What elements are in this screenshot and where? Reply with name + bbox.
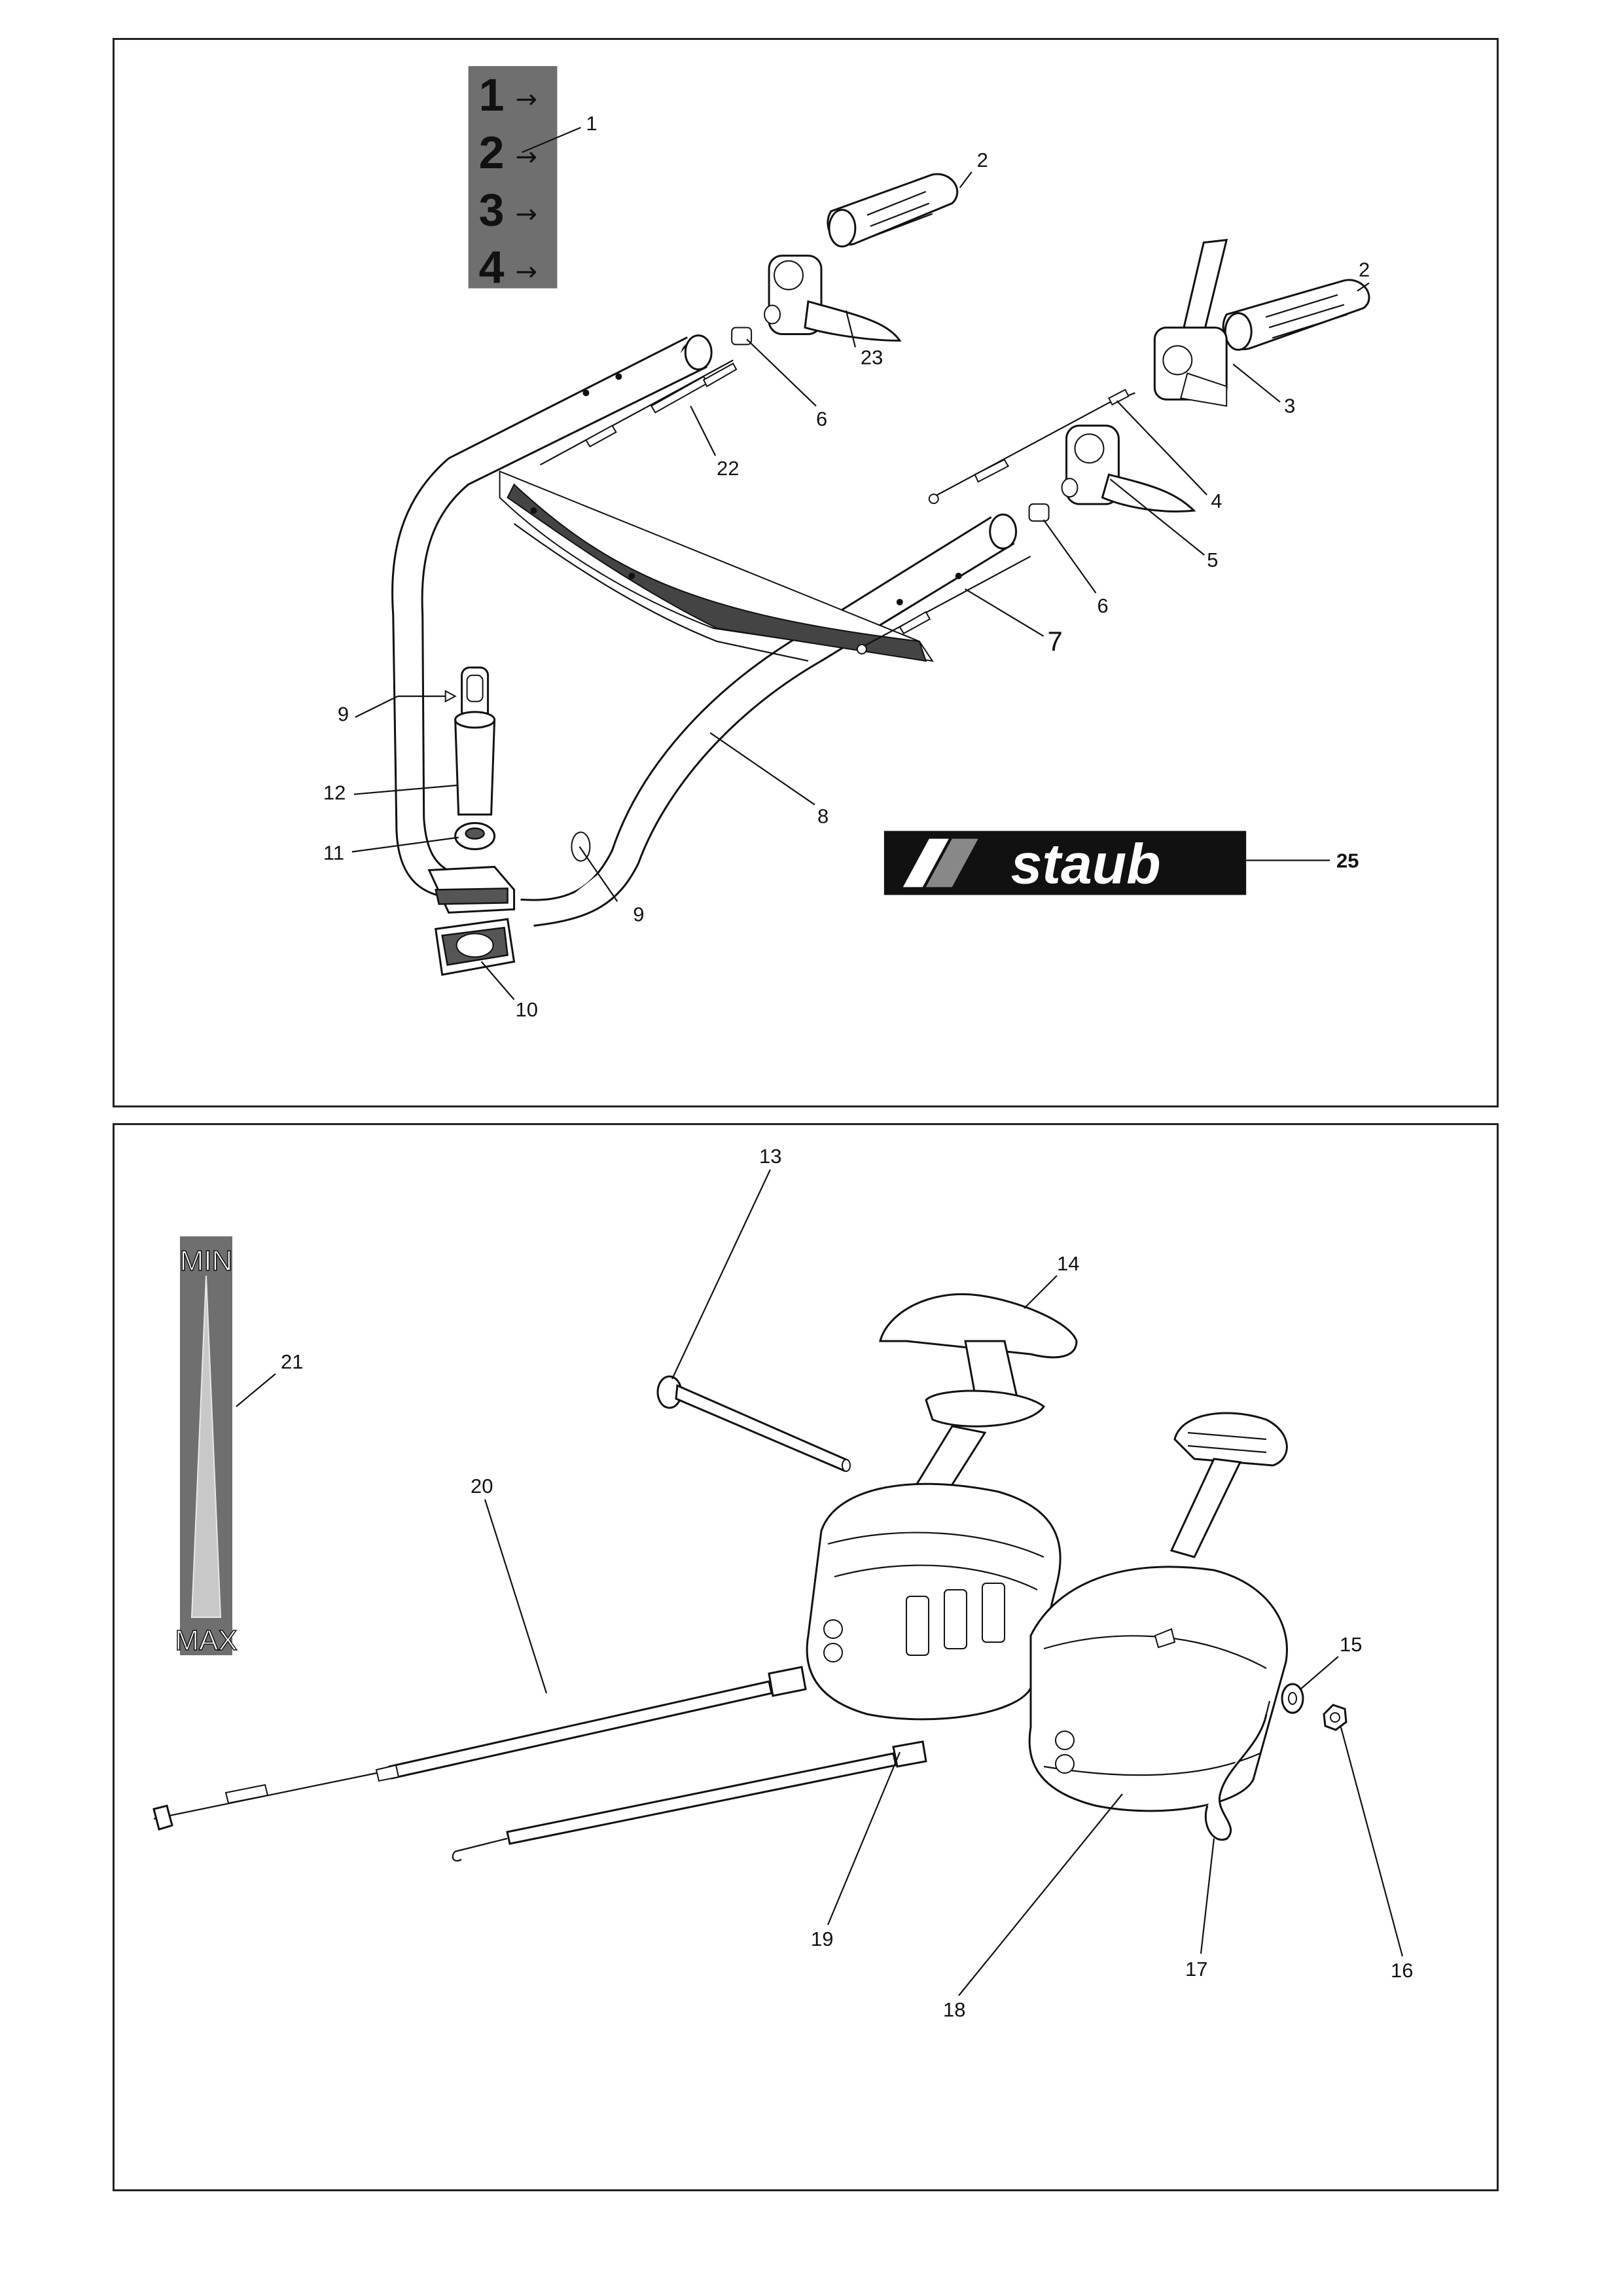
handlebar-exploded-diagram: 1 2 3 4 → → → → xyxy=(323,65,1370,1021)
gear-arrow-1: → xyxy=(516,84,537,115)
callout-23: 23 xyxy=(861,346,883,368)
throttle-housing-b xyxy=(1028,1412,1288,1812)
callout-4: 4 xyxy=(1211,490,1222,512)
brake-lever-right xyxy=(1061,424,1196,512)
callout-5: 5 xyxy=(1207,548,1218,571)
callout-18: 18 xyxy=(943,1998,965,2021)
brand-text: staub xyxy=(1011,833,1161,895)
cable-19 xyxy=(452,1740,927,1862)
throttle-decal: MIN MAX xyxy=(175,1236,238,1657)
pin-9-top xyxy=(397,690,457,703)
leader-lines-bottom xyxy=(236,1169,1404,1996)
callout-2-right-grip: 2 xyxy=(1359,259,1370,281)
throttle-control-exploded-diagram: MIN MAX xyxy=(152,1145,1413,2021)
callout-10: 10 xyxy=(516,998,538,1021)
gear-arrow-4: → xyxy=(516,257,537,287)
callout-6-left: 6 xyxy=(816,407,827,430)
gear-number-1: 1 xyxy=(479,69,505,120)
washer-15 xyxy=(1281,1683,1304,1714)
callout-25: 25 xyxy=(1336,849,1359,872)
callout-17: 17 xyxy=(1185,1958,1207,1981)
callout-7: 7 xyxy=(1048,626,1063,656)
cable-7 xyxy=(856,556,1031,655)
cable-4 xyxy=(928,388,1135,505)
nut-right xyxy=(1028,503,1050,522)
callout-3: 3 xyxy=(1284,394,1295,417)
callout-8: 8 xyxy=(817,805,829,828)
callout-9-pin: 9 xyxy=(338,703,349,726)
throttle-housing-a xyxy=(806,1293,1078,1721)
throttle-min-label: MIN xyxy=(180,1245,233,1277)
bracket-10 xyxy=(435,918,516,977)
throttle-max-label: MAX xyxy=(175,1624,237,1657)
gear-number-3: 3 xyxy=(479,185,505,236)
staub-brand-decal: staub xyxy=(883,831,1330,895)
cable-22 xyxy=(539,359,738,466)
gear-number-2: 2 xyxy=(479,127,505,178)
callout-9-clip: 9 xyxy=(633,903,644,925)
rod-17 xyxy=(1204,1700,1271,1841)
callout-21: 21 xyxy=(281,1350,303,1373)
callout-6-right: 6 xyxy=(1097,594,1108,617)
gear-number-4: 4 xyxy=(479,242,505,293)
cable-20 xyxy=(152,1666,807,1831)
callout-15: 15 xyxy=(1340,1633,1362,1656)
gear-arrow-2: → xyxy=(516,142,537,172)
nut-left xyxy=(731,327,753,346)
callout-2-left-grip: 2 xyxy=(977,149,988,171)
bottom-exploded-view-panel: MIN MAX xyxy=(113,1123,1499,2191)
callout-13: 13 xyxy=(759,1145,781,1168)
right-grip xyxy=(1222,279,1370,351)
callout-11: 11 xyxy=(323,841,344,864)
bush-11 xyxy=(454,822,496,850)
clip-9-lower xyxy=(571,831,591,862)
callout-22: 22 xyxy=(717,457,739,480)
top-exploded-view-panel: 1 2 3 4 → → → → xyxy=(113,38,1499,1107)
callout-16: 16 xyxy=(1391,1959,1413,1982)
callout-14: 14 xyxy=(1057,1252,1079,1275)
gear-lever-right xyxy=(1153,238,1228,407)
left-grip xyxy=(827,173,959,248)
gear-arrow-3: → xyxy=(516,200,537,230)
callout-20: 20 xyxy=(471,1475,493,1498)
leader-lines-top xyxy=(351,126,1370,1000)
callout-12: 12 xyxy=(323,781,346,804)
callout-19: 19 xyxy=(811,1928,833,1950)
clutch-lever-left xyxy=(764,255,902,342)
adjust-knob-12 xyxy=(454,666,496,816)
nut-16 xyxy=(1323,1704,1347,1731)
callout-1: 1 xyxy=(586,112,597,135)
shaft-13 xyxy=(656,1375,851,1473)
gear-decal: 1 2 3 4 → → → → xyxy=(468,65,558,293)
